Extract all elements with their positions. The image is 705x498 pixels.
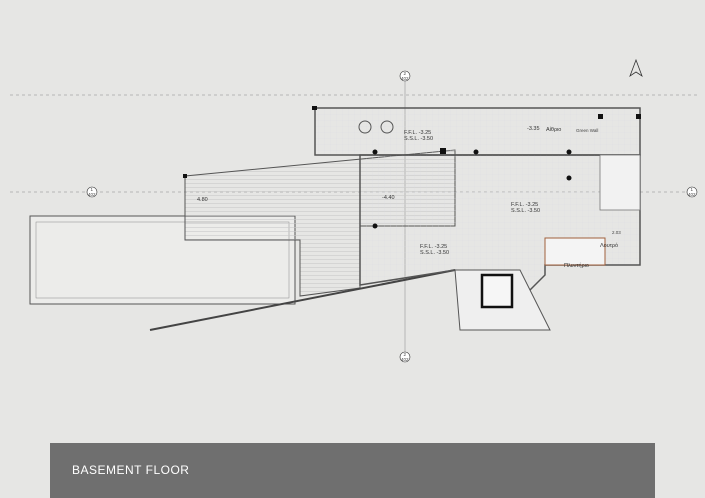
elevator: [480, 273, 514, 309]
page-title: BASEMENT FLOOR: [72, 463, 190, 477]
dimension-left: 4.80: [197, 197, 208, 203]
section-marker-right: 1 402: [686, 186, 698, 198]
north-arrow-icon: [629, 58, 643, 78]
svg-text:402: 402: [401, 76, 409, 81]
section-marker-left: 1 402: [86, 186, 98, 198]
ssl-label-1: S.S.L. -3.50: [404, 136, 433, 142]
ssl-label-2: S.S.L. -3.50: [511, 208, 540, 214]
atrium-level: -3.35: [527, 126, 540, 132]
ssl-label-3: S.S.L. -3.50: [420, 250, 449, 256]
ffl-label-2: F.F.L. -3.25: [511, 202, 538, 208]
svg-text:402: 402: [88, 192, 96, 197]
svg-text:2: 2: [404, 71, 407, 76]
ffl-label-1: F.F.L. -3.25: [404, 130, 431, 136]
svg-text:402: 402: [401, 357, 409, 362]
svg-text:2: 2: [404, 352, 407, 357]
ffl-label-3: F.F.L. -3.25: [420, 244, 447, 250]
section-marker-top: 2 402: [399, 70, 411, 82]
svg-text:402: 402: [688, 192, 696, 197]
laundry-label: Πλυντήριο: [564, 262, 589, 269]
bath-level: 2.03: [612, 230, 621, 235]
atrium-label: Αίθριο: [546, 127, 561, 133]
title-banner: BASEMENT FLOOR: [50, 443, 655, 498]
section-marker-bottom: 2 402: [399, 351, 411, 363]
svg-text:1: 1: [691, 187, 694, 192]
bath-label: Λουτρό: [600, 242, 618, 249]
dimension-deck: -4.40: [382, 195, 395, 201]
green-wall-label: Green Wall: [576, 128, 598, 133]
svg-text:1: 1: [91, 187, 94, 192]
